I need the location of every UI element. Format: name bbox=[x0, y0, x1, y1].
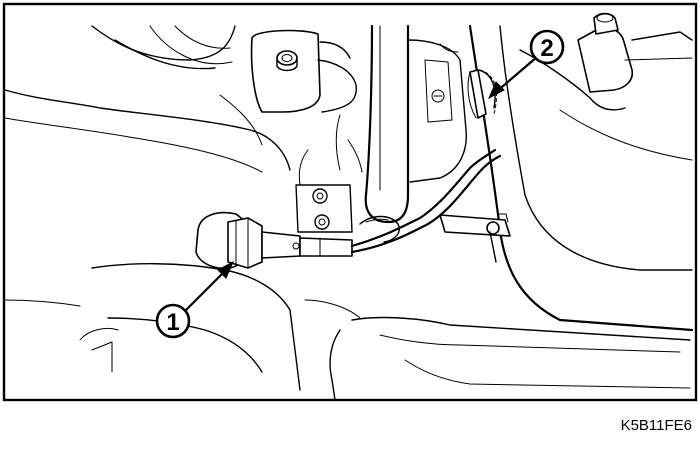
callout-1-circle bbox=[155, 303, 191, 339]
callout-2-label: 2 bbox=[540, 35, 553, 62]
callout-2: 2 bbox=[487, 29, 565, 100]
callout-1-label: 1 bbox=[166, 309, 179, 336]
figure-code: K5B11FE6 bbox=[621, 417, 692, 434]
engine-bay-drawing bbox=[4, 12, 694, 401]
callout-2-circle bbox=[529, 29, 565, 65]
callout-1: 1 bbox=[155, 260, 235, 339]
illustration-frame bbox=[2, 2, 698, 402]
